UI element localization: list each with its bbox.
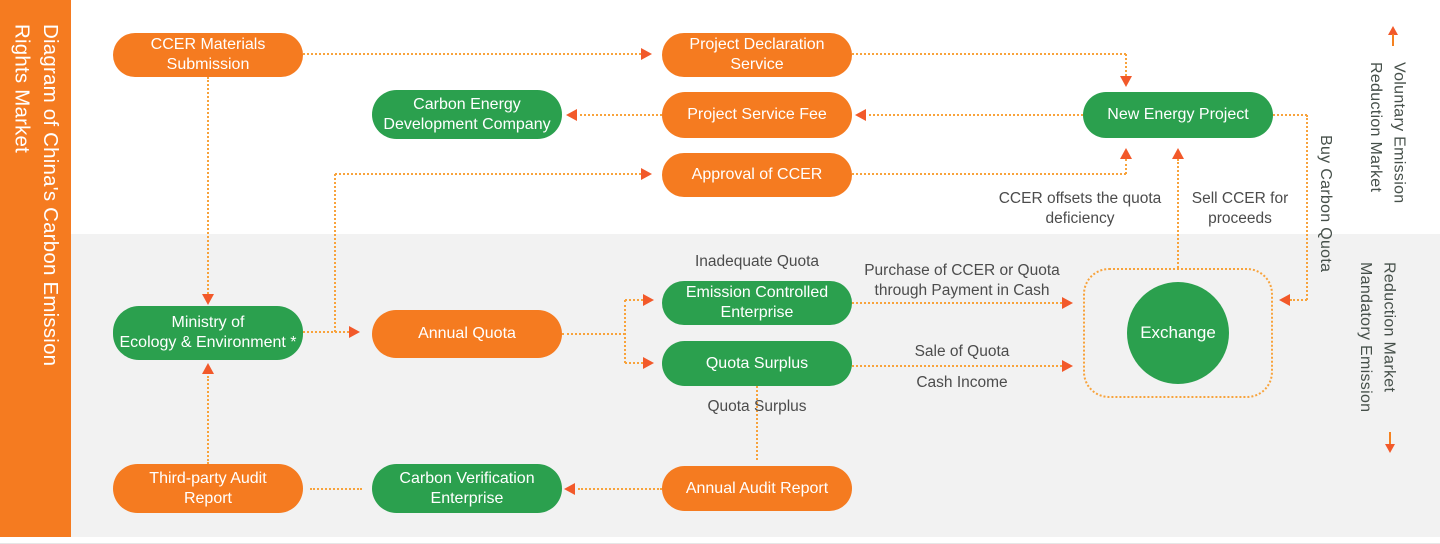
connector-quota-to-enterprise	[625, 299, 643, 301]
connector-approval-to-newenergy-h	[852, 173, 1126, 175]
node-label: New Energy Project	[1107, 106, 1249, 123]
label-inadequate-quota: Inadequate Quota	[694, 253, 820, 270]
label-sell-ccer: Sell CCER for proceeds	[1191, 190, 1289, 228]
node-label: Project Declaration Service	[689, 36, 825, 73]
label-ccer-offsets: CCER offsets the quota deficiency	[998, 190, 1162, 228]
connector-ministry-to-quota	[303, 331, 349, 333]
node-ministry-of-ecology-environment: Ministry of Ecology & Environment *	[113, 306, 303, 360]
connector-declaration-to-newenergy-h	[852, 53, 1126, 55]
label-cash-income: Cash Income	[916, 374, 1008, 391]
connector-ccer-to-ministry	[207, 77, 209, 294]
node-label: Quota Surplus	[705, 354, 809, 372]
node-label: Ministry of Ecology & Environment *	[119, 314, 297, 351]
connector-ministry-to-approval-v	[334, 174, 336, 332]
connector-enterprise-to-exchange	[852, 302, 1062, 304]
node-label: Emission Controlled Enterprise	[685, 284, 829, 321]
label-buy-carbon-quota: Buy Carbon Quota	[1317, 135, 1335, 273]
node-ccer-materials-submission: CCER Materials Submission	[113, 33, 303, 77]
arrow-down-icon	[1385, 444, 1395, 453]
node-emission-controlled-enterprise: Emission Controlled Enterprise	[662, 281, 852, 325]
connector-quota-branch-v	[624, 300, 626, 363]
node-label: Third-party Audit Report	[149, 469, 267, 507]
node-label: Annual Audit Report	[685, 479, 829, 497]
connector-quota-branch-h	[562, 333, 625, 335]
node-new-energy-project: New Energy Project	[1083, 92, 1273, 138]
connector-newenergy-to-exchange-h2	[1290, 299, 1307, 301]
node-third-party-audit-report: Third-party Audit Report	[113, 464, 303, 513]
arrow-right-icon	[643, 357, 654, 369]
node-annual-quota: Annual Quota	[372, 310, 562, 358]
connector-surplus-to-exchange	[852, 365, 1062, 367]
arrow-up-icon	[1388, 26, 1398, 35]
node-exchange: Exchange	[1127, 282, 1229, 384]
connector-verification-to-thirdparty	[310, 488, 362, 490]
connector-fee-to-carbonenergy	[580, 114, 662, 116]
node-annual-audit-report: Annual Audit Report	[662, 466, 852, 511]
arrow-left-icon	[855, 109, 866, 121]
label-sale-of-quota: Sale of Quota	[914, 343, 1010, 360]
connector-ccer-to-declaration	[303, 53, 641, 55]
node-label: Project Service Fee	[687, 106, 827, 123]
arrow-left-icon	[566, 109, 577, 121]
node-carbon-energy-development-company: Carbon Energy Development Company	[372, 90, 562, 139]
arrow-down-icon	[202, 294, 214, 305]
label-voluntary-market: Voluntary Emission Reduction Market	[1367, 62, 1408, 204]
arrow-up-icon	[1172, 148, 1184, 159]
label-purchase-of-ccer: Purchase of CCER or Quota through Paymen…	[864, 262, 1060, 300]
node-label: CCER Materials Submission	[150, 36, 266, 73]
mandatory-arrow-stem	[1389, 432, 1391, 444]
connector-approval-to-newenergy-v	[1125, 159, 1127, 174]
connector-newenergy-to-exchange-h1	[1273, 114, 1307, 116]
arrow-left-icon	[1279, 294, 1290, 306]
node-project-declaration-service: Project Declaration Service	[662, 33, 852, 77]
arrow-left-icon	[564, 483, 575, 495]
node-approval-of-ccer: Approval of CCER	[662, 153, 852, 197]
node-label: Exchange	[1140, 323, 1216, 342]
connector-newenergy-to-exchange-v	[1306, 115, 1308, 300]
arrow-right-icon	[641, 168, 652, 180]
connector-quota-to-surplus	[625, 362, 643, 364]
arrow-up-icon	[202, 363, 214, 374]
connector-exchange-to-newenergy	[1177, 159, 1179, 268]
node-quota-surplus: Quota Surplus	[662, 341, 852, 386]
connector-surplus-to-audit	[756, 386, 758, 460]
node-label: Approval of CCER	[691, 166, 823, 183]
connector-declaration-to-newenergy-v	[1125, 54, 1127, 76]
node-label: Carbon Energy Development Company	[383, 95, 551, 133]
node-label: Carbon Verification Enterprise	[399, 469, 535, 507]
label-quota-surplus: Quota Surplus	[707, 398, 807, 415]
arrow-right-icon	[1062, 297, 1073, 309]
node-carbon-verification-enterprise: Carbon Verification Enterprise	[372, 464, 562, 513]
connector-thirdparty-to-ministry	[207, 376, 209, 464]
diagram-title: Diagram of China's Carbon Emission Right…	[10, 24, 62, 367]
arrow-right-icon	[641, 48, 652, 60]
arrow-right-icon	[643, 294, 654, 306]
node-project-service-fee: Project Service Fee	[662, 92, 852, 138]
label-mandatory-market: Mandatory Emission Reduction Market	[1357, 262, 1398, 413]
diagram-title-bar: Diagram of China's Carbon Emission Right…	[0, 0, 71, 537]
arrow-right-icon	[349, 326, 360, 338]
node-label: Annual Quota	[418, 325, 516, 342]
connector-audit-to-verification	[578, 488, 662, 490]
connector-ministry-to-approval-h	[335, 173, 641, 175]
arrow-right-icon	[1062, 360, 1073, 372]
arrow-down-icon	[1120, 76, 1132, 87]
exchange-boundary	[1083, 268, 1273, 398]
voluntary-arrow-stem	[1392, 34, 1394, 46]
connector-newenergy-to-fee	[869, 114, 1083, 116]
arrow-up-icon	[1120, 148, 1132, 159]
